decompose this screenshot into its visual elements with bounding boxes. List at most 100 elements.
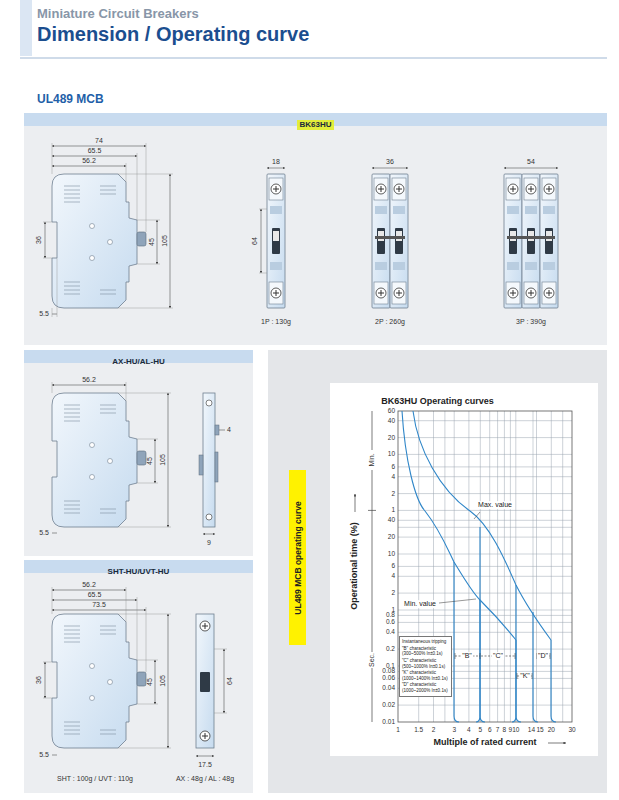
dimension-label: AX : 48g / AL : 48g xyxy=(176,775,234,783)
chart-grid xyxy=(398,411,572,722)
axis-label: 6 xyxy=(488,726,492,733)
drawing-use xyxy=(504,174,522,308)
drawing-line xyxy=(267,168,285,169)
axis-label: 0.06 xyxy=(382,675,395,682)
drawing-line xyxy=(224,649,225,713)
drawing-line xyxy=(398,420,572,421)
drawing-rect xyxy=(330,383,598,756)
drawing-line xyxy=(398,466,572,467)
dimension-label: 2P : 260g xyxy=(375,318,405,326)
axis-label: "D" xyxy=(537,652,549,660)
dimension-label: 56.2 xyxy=(82,581,96,589)
axis-label: 2 xyxy=(391,590,395,597)
panel-heading: AX-HU/AL-HU xyxy=(110,355,166,368)
drawing-rect xyxy=(215,452,218,482)
drawing-path xyxy=(202,623,208,629)
axis-label: 20 xyxy=(388,434,395,441)
dimension-label: 56.2 xyxy=(82,157,96,165)
drawing-line xyxy=(52,385,126,386)
panel-heading: SHT-HU/UVT-HU xyxy=(106,565,172,578)
drawing-line xyxy=(548,743,566,744)
drawing-rect xyxy=(398,411,572,722)
drawing-rect xyxy=(507,236,555,239)
dimension-label: 45 xyxy=(146,678,154,686)
legend-text: Instantaneous tripping xyxy=(402,639,449,645)
dimension-label: 36 xyxy=(35,676,43,684)
dimension-label: 65.5 xyxy=(88,147,102,155)
axis-label: 2 xyxy=(432,726,436,733)
drawing-path xyxy=(455,653,550,679)
dimension-label: 5.5 xyxy=(39,529,49,537)
drawing-line xyxy=(372,168,408,169)
axis-label: 20 xyxy=(548,726,555,733)
legend-text: "K" characteristic (1000~1400% In±0.1s) xyxy=(402,670,449,681)
dimension-label: 36 xyxy=(386,158,394,166)
drawing-line xyxy=(398,615,572,616)
dimension-label: 64 xyxy=(226,677,234,685)
vertical-title: UL489 MCB operating curve xyxy=(293,501,303,614)
drawing-use xyxy=(52,174,146,308)
axis-label: 0.02 xyxy=(382,702,395,709)
axis-label: 6 xyxy=(391,563,395,570)
drawing-circle xyxy=(206,514,212,520)
drawing-line xyxy=(155,660,156,704)
drawing-line xyxy=(398,493,572,494)
axis-label: 0.4 xyxy=(386,629,395,636)
drawing-line xyxy=(52,600,137,601)
dimension-label: 17.5 xyxy=(198,761,212,769)
drawing-path xyxy=(43,662,52,698)
drawing-rect xyxy=(199,455,203,475)
dimension-label: 56.2 xyxy=(82,376,96,384)
breaker-drawings xyxy=(52,174,558,748)
chart-panel: BK63HU Operating curvesUL489 MCB operati… xyxy=(268,350,607,793)
drawing-line xyxy=(398,537,572,538)
axis-label: 9 xyxy=(509,726,513,733)
drawing-line xyxy=(219,430,225,431)
dimension-label: 3P : 390g xyxy=(516,318,546,326)
legend-text: "C" characteristic (500~1000% In±0.1s) xyxy=(402,658,449,669)
drawing-rect xyxy=(24,560,253,793)
dimension-label: 1P : 130g xyxy=(261,318,291,326)
drawing-path xyxy=(52,258,57,317)
drawing-line xyxy=(398,520,572,521)
panel: BK63HU xyxy=(24,113,607,345)
header-text: Miniature Circuit Breakers xyxy=(37,7,199,21)
axis-label: 0.01 xyxy=(382,718,395,725)
drawing-line xyxy=(52,755,57,756)
drawing-path xyxy=(476,600,480,722)
drawing-rect xyxy=(203,393,215,527)
axis-label: 0.8 xyxy=(386,612,395,619)
dimension-label: SHT : 100g / UVT : 110g xyxy=(57,775,133,783)
axis-label: 1 xyxy=(396,726,400,733)
dimension-label: 5.5 xyxy=(39,751,49,759)
drawing-path xyxy=(118,393,171,527)
drawing-line xyxy=(52,590,126,591)
drawing-line xyxy=(52,610,146,611)
drawing-path xyxy=(368,411,376,722)
drawing-path xyxy=(52,587,146,672)
drawing-path xyxy=(118,174,173,308)
dimension-label: 18 xyxy=(272,158,280,166)
drawing-use xyxy=(390,174,408,308)
legend-box: Instantaneous tripping"B" characteristic… xyxy=(399,636,452,697)
drawing-path xyxy=(214,649,227,713)
drawing-path xyxy=(52,143,146,232)
axis-label: 7 xyxy=(496,726,500,733)
panel: AX-HU/AL-HU xyxy=(24,350,253,556)
drawing-line xyxy=(398,593,572,594)
drawing-path xyxy=(202,733,208,739)
dimension-label: 105 xyxy=(161,235,169,247)
drawing-line xyxy=(398,454,572,455)
drawing-use xyxy=(522,174,540,308)
axis-label: 60 xyxy=(388,407,395,414)
drawing-use xyxy=(52,393,146,527)
drawing-line xyxy=(45,222,46,258)
drawing-rect xyxy=(24,113,607,345)
drawing-use xyxy=(540,174,558,308)
axis-label: "B" xyxy=(461,652,473,660)
axis-label: 40 xyxy=(388,417,395,424)
drawing-line xyxy=(398,566,572,567)
header-band: AX-HU/AL-HU xyxy=(24,350,253,363)
dimension-label: 74 xyxy=(95,137,103,145)
